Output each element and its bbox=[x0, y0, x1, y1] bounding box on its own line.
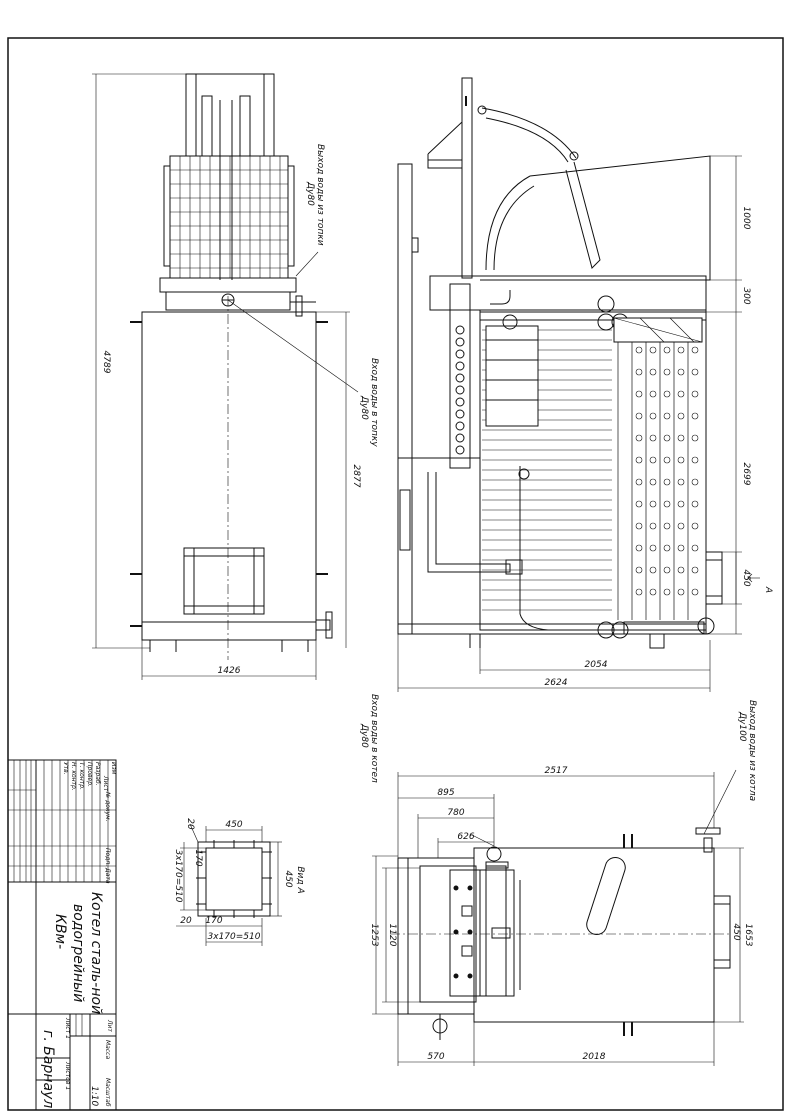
dim-plan-780: 780 bbox=[447, 808, 464, 818]
tb-row-prover: Провер. bbox=[86, 762, 93, 787]
tb-sheets: Листов 1 bbox=[64, 1061, 71, 1090]
dim-plan-total: 2517 bbox=[545, 766, 568, 776]
front-view bbox=[130, 73, 333, 660]
tb-org: г. Барнаул bbox=[40, 1030, 56, 1108]
view-a-door bbox=[196, 840, 272, 918]
tb-row-razrab: Разраб. bbox=[94, 762, 101, 786]
tb-sheet: Лист 1 bbox=[64, 1017, 71, 1039]
tb-header-date: Дата bbox=[104, 867, 111, 884]
dim-furnace-height: 2699 bbox=[741, 463, 751, 486]
title-block bbox=[7, 759, 117, 1111]
tb-row-tkontr: Т. контр. bbox=[78, 762, 85, 790]
title-line-3: КВм- bbox=[52, 914, 68, 949]
side-dims bbox=[397, 155, 760, 692]
dim-plan-895: 895 bbox=[437, 788, 454, 798]
dim-door-3x170-h: 3x170=510 bbox=[208, 932, 261, 942]
dim-plan-450: 450 bbox=[731, 923, 741, 940]
view-a-label: Вид А bbox=[295, 866, 305, 893]
note-water-out-boiler-dn: Ду100 bbox=[737, 711, 747, 742]
title-block-text: Котел сталь-ной водогрейный КВм- Изм Лис… bbox=[40, 762, 117, 1108]
dim-depth-total: 2624 bbox=[545, 678, 568, 688]
dim-door-3x170-v: 3x170=510 bbox=[173, 850, 183, 903]
tb-header-list: Лист bbox=[102, 775, 109, 792]
plan-view bbox=[390, 827, 731, 1040]
plan-dims bbox=[372, 769, 744, 1066]
dim-door-20-bottom: 20 bbox=[180, 916, 192, 926]
dim-port-height: 450 bbox=[741, 569, 751, 586]
dim-body-height: 2877 bbox=[351, 465, 361, 488]
dim-door-450-side: 450 bbox=[283, 870, 293, 887]
tb-lit: Лит bbox=[106, 1019, 113, 1032]
note-water-out-furnace-dn: Ду80 bbox=[305, 181, 315, 206]
tb-scale: Масштаб bbox=[104, 1078, 111, 1107]
side-view bbox=[397, 77, 723, 649]
dim-door-170-top: 170 bbox=[193, 849, 203, 866]
view-a-dims bbox=[176, 823, 282, 946]
dim-depth-inner: 2054 bbox=[585, 660, 608, 670]
dim-plan-2018: 2018 bbox=[583, 1052, 606, 1062]
tb-mass: Масса bbox=[104, 1040, 111, 1059]
note-water-out-furnace: Выход воды из топки bbox=[315, 144, 325, 246]
note-water-in-furnace: Вход воды в топку bbox=[369, 358, 379, 447]
title-line-2: водогрейный bbox=[70, 904, 86, 1002]
front-dims bbox=[92, 73, 359, 680]
boiler-body-side bbox=[479, 309, 707, 631]
dim-plan-570: 570 bbox=[427, 1052, 444, 1062]
tb-scale-value: 1:10 bbox=[89, 1086, 99, 1106]
dim-plan-626: 626 bbox=[457, 832, 474, 842]
dim-plan-1120: 1120 bbox=[387, 924, 397, 947]
sheet-border bbox=[7, 37, 784, 1111]
dim-door-170-bottom: 170 bbox=[205, 916, 222, 926]
tb-row-nkontr: Н. контр. bbox=[70, 762, 77, 791]
boiler-body-front bbox=[141, 311, 317, 623]
front-door bbox=[183, 547, 265, 615]
dim-gap-height: 300 bbox=[741, 287, 751, 304]
dim-total-height: 4789 bbox=[101, 351, 111, 374]
arrow-a-label: А bbox=[763, 586, 773, 593]
note-water-in-furnace-dn: Ду80 bbox=[359, 395, 369, 420]
note-water-in-boiler: Вход воды в котел bbox=[369, 694, 379, 783]
tb-header-sign: Подп. bbox=[104, 848, 111, 866]
tb-header-izm: Изм bbox=[110, 762, 117, 775]
tb-row-utv: Утв. bbox=[62, 762, 69, 775]
dim-door-450-top: 450 bbox=[225, 820, 242, 830]
dim-plan-1653: 1653 bbox=[743, 924, 753, 947]
title-line-1: Котел сталь-ной bbox=[88, 892, 104, 1014]
tb-header-doc: № докум. bbox=[104, 791, 111, 822]
dim-front-width: 1426 bbox=[218, 666, 241, 676]
note-water-out-boiler: Выход воды из котла bbox=[747, 700, 757, 801]
dim-hopper-height: 1000 bbox=[741, 207, 751, 230]
dim-door-20-top: 20 bbox=[185, 818, 195, 830]
note-water-in-boiler-dn: Ду80 bbox=[359, 723, 369, 748]
dim-plan-1253: 1253 bbox=[369, 924, 379, 947]
